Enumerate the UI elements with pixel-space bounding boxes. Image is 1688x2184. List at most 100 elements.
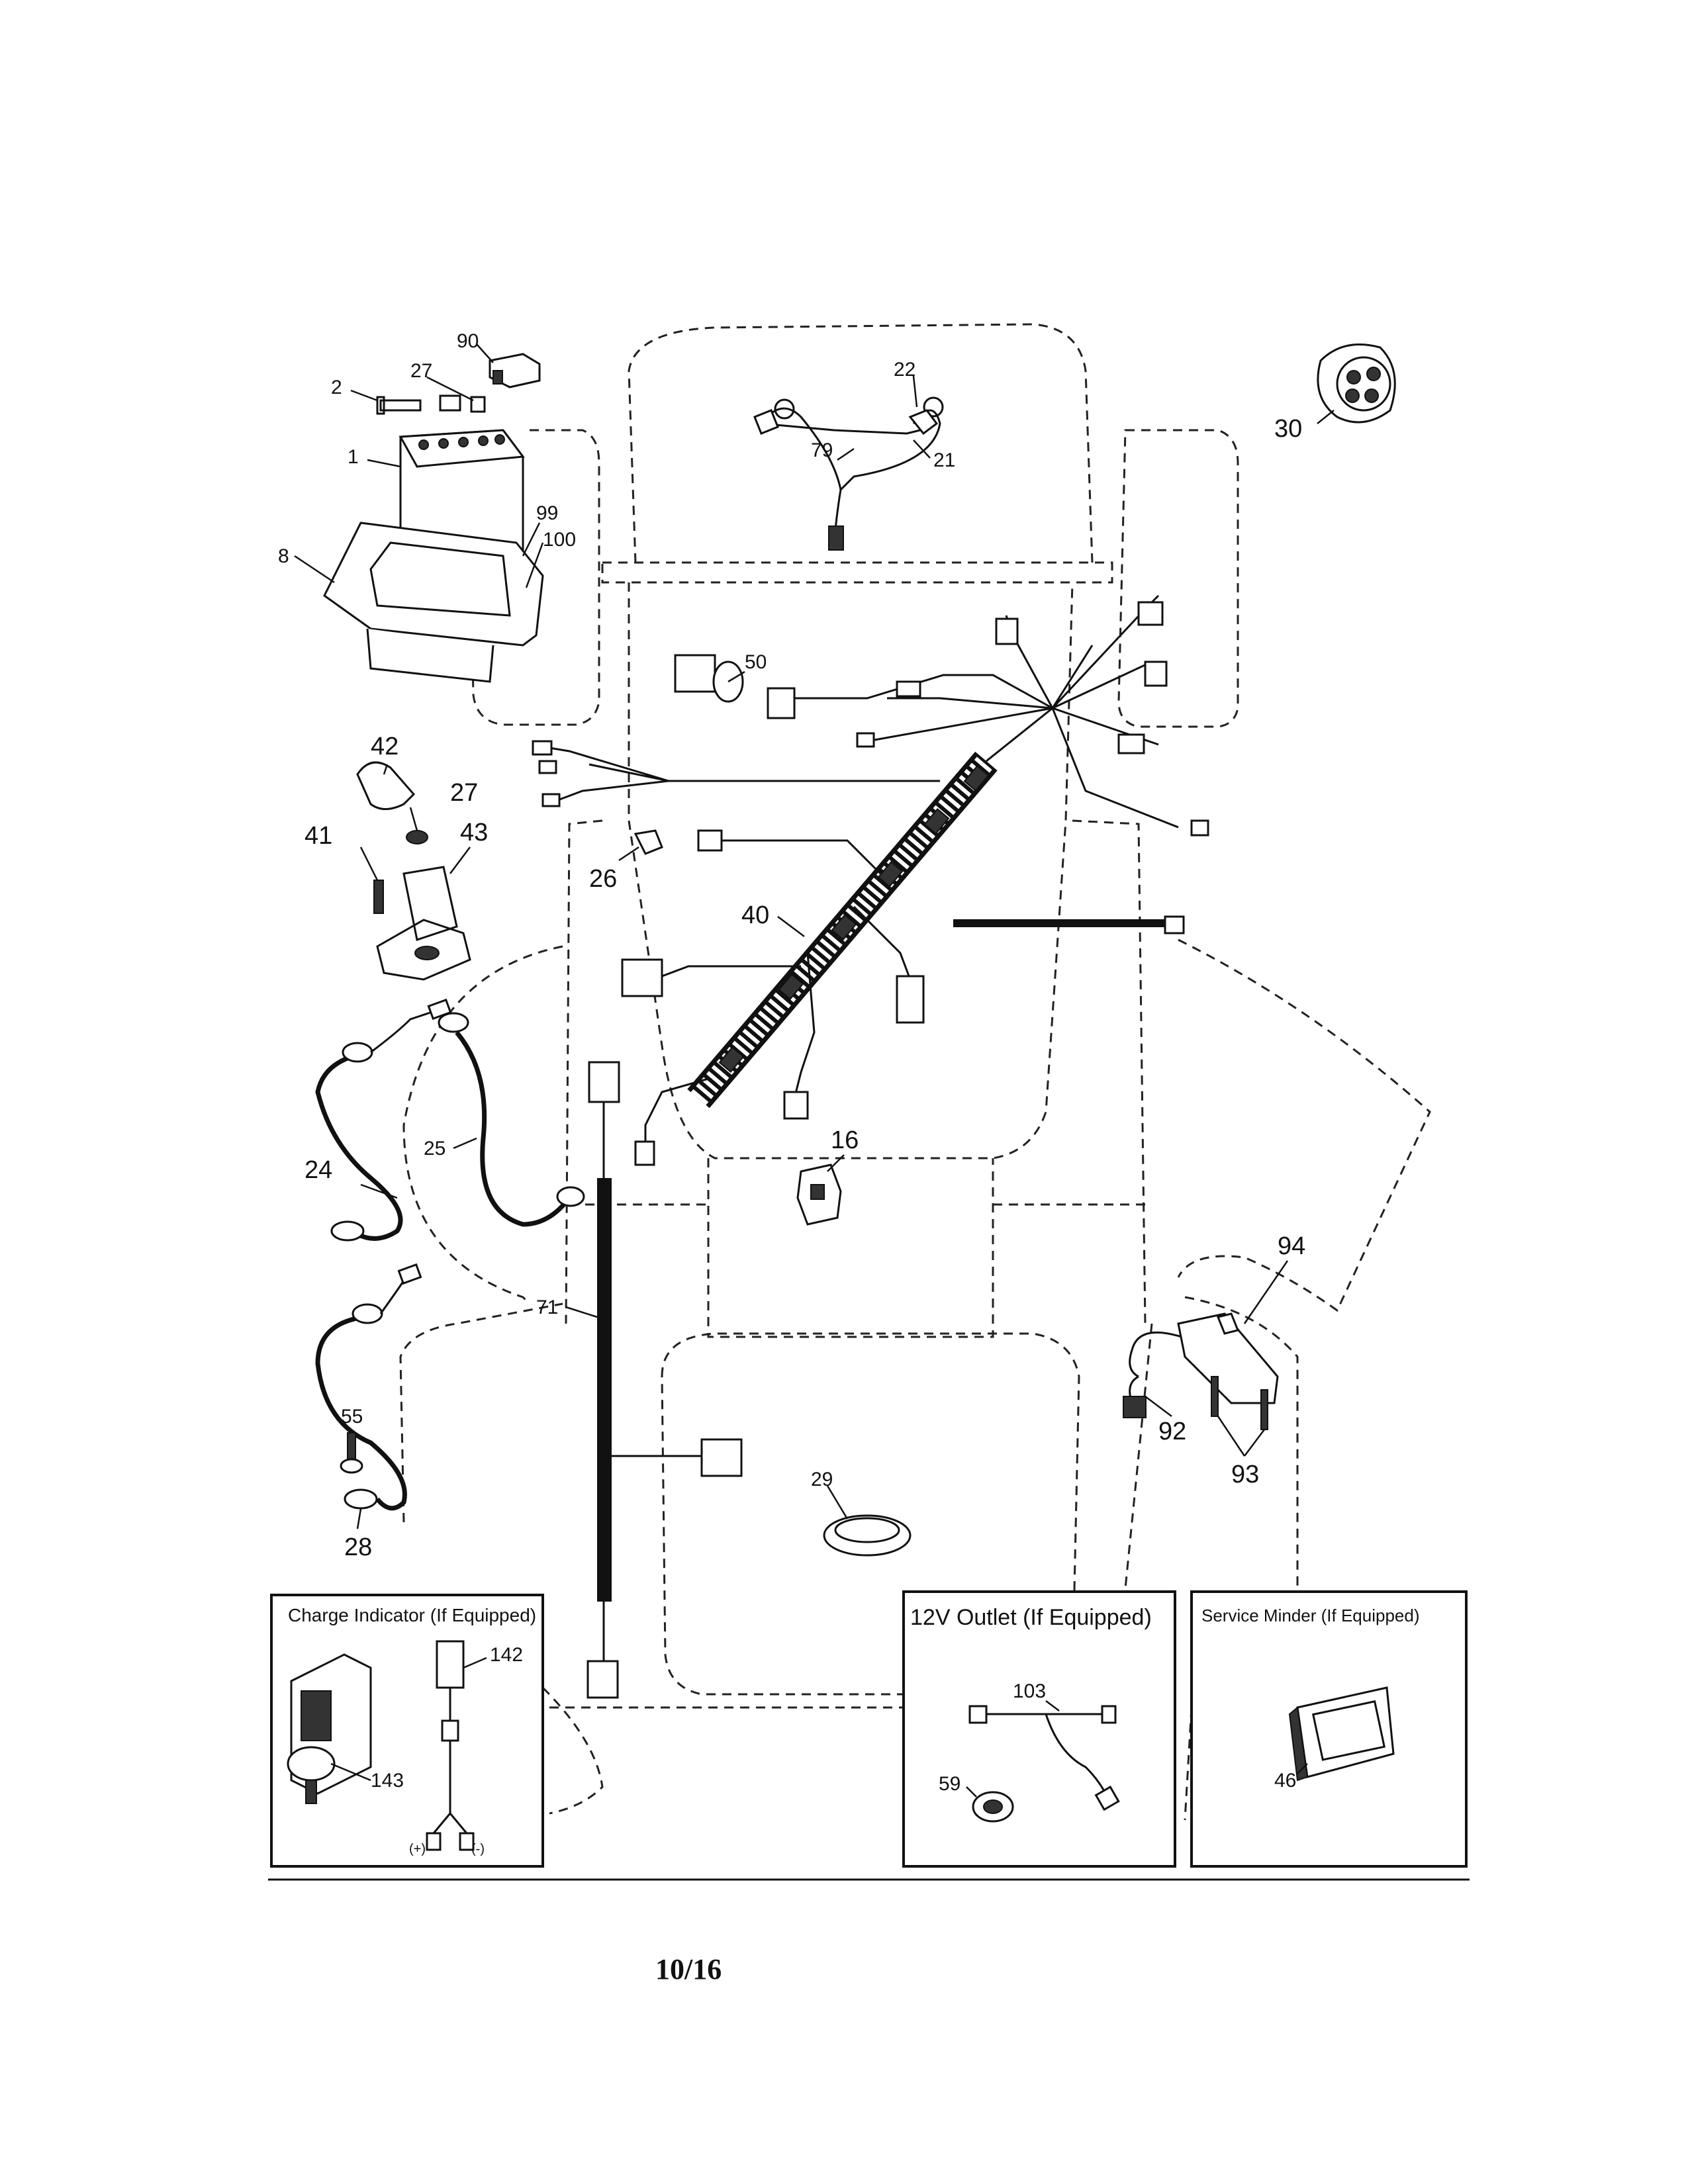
connector-a — [767, 687, 796, 719]
cable-25 — [455, 1030, 571, 1227]
harness-trunk-inner — [690, 754, 994, 1105]
connector-p — [896, 975, 925, 1024]
label-93: 93 — [1231, 1461, 1259, 1488]
page-number: 10/16 — [655, 1953, 722, 1985]
label-50: 50 — [745, 651, 767, 673]
cable-25-lug-a — [438, 1012, 469, 1033]
terminal-plus — [426, 1832, 442, 1851]
connector-92 — [1123, 1396, 1147, 1418]
main-harness-40 — [532, 594, 1209, 1166]
service-minder-title: Service Minder (If Equipped) — [1201, 1606, 1419, 1625]
cable-28-lug-a — [352, 1303, 383, 1324]
label-30: 30 — [1274, 415, 1302, 443]
label-1: 1 — [348, 446, 359, 468]
battery-group — [323, 353, 544, 683]
charge-harness-142 — [432, 1681, 468, 1834]
label-42: 42 — [371, 733, 399, 760]
connector-o — [783, 1091, 809, 1120]
label-100: 100 — [543, 529, 576, 551]
connector-c — [856, 732, 875, 748]
cable-24 — [315, 1050, 403, 1241]
cable-24-lug-a — [342, 1042, 373, 1063]
battery-top — [399, 429, 525, 468]
label-8: 8 — [278, 545, 289, 567]
bolt-55-head — [340, 1458, 363, 1474]
outlet-connector-left — [968, 1705, 988, 1724]
connector-k — [532, 740, 553, 756]
left-fender-outline — [402, 945, 563, 1305]
connector-n — [621, 958, 663, 997]
battery-tray-outline — [470, 429, 600, 726]
headlight-group — [753, 396, 944, 551]
cable-24-lug-b — [330, 1220, 365, 1242]
label-16: 16 — [831, 1126, 859, 1154]
bolt-41 — [373, 880, 384, 914]
screw-93-b — [1260, 1389, 1268, 1430]
headlight-socket-left — [753, 409, 779, 435]
harness-71-body — [597, 1178, 612, 1602]
cable-24-lead — [370, 1011, 431, 1054]
harness-92 — [1129, 1331, 1182, 1404]
label-79: 79 — [811, 439, 833, 461]
solenoid-43 — [376, 866, 471, 981]
service-minder-side — [1288, 1706, 1309, 1782]
seat-outline — [661, 1332, 1080, 1696]
right-fender-outline — [1177, 938, 1431, 1312]
bolt-2 — [376, 396, 422, 415]
screw-93-a — [1211, 1376, 1219, 1417]
headlight-socket-21 — [908, 409, 939, 435]
connector-g — [1117, 733, 1145, 754]
battery-tray-inner — [369, 541, 511, 617]
label-26: 26 — [589, 865, 617, 893]
charge-connector-142 — [436, 1640, 465, 1689]
headlight-lead — [834, 489, 842, 530]
label-plus: (+) — [409, 1842, 426, 1856]
label-21: 21 — [933, 449, 955, 471]
label-99: 99 — [536, 502, 558, 524]
dash-outline — [601, 561, 1113, 584]
right-body-outline — [1124, 1296, 1299, 1589]
outlet-connector-right — [1101, 1705, 1117, 1724]
connector-h — [1190, 819, 1209, 837]
label-142: 142 — [490, 1644, 523, 1666]
label-90: 90 — [457, 330, 479, 352]
outlet-harness-103 — [986, 1713, 1107, 1794]
cable-28-lug-b — [344, 1488, 378, 1510]
label-40: 40 — [741, 901, 769, 929]
module-94-group — [1123, 1312, 1279, 1430]
frame-left-rail — [565, 819, 603, 1324]
charge-mid-connector — [441, 1719, 459, 1742]
module-94 — [1177, 1312, 1279, 1404]
connector-d — [995, 617, 1019, 645]
connector-b — [896, 680, 921, 698]
outlet-12v-title: 12V Outlet (If Equipped) — [910, 1605, 1152, 1630]
part-labels: 90 2 27 1 99 100 8 22 79 21 30 50 42 27 … — [278, 330, 1305, 1561]
service-minder-screen — [1311, 1700, 1386, 1761]
harness-71-top-connector — [588, 1061, 620, 1103]
label-27b: 27 — [450, 779, 478, 807]
outlet-59-inner — [983, 1799, 1003, 1814]
label-24: 24 — [305, 1156, 332, 1184]
connector-q — [634, 1140, 655, 1166]
inset-service-minder: Service Minder (If Equipped) 46 — [1190, 1590, 1468, 1868]
left-body-outline — [399, 1302, 563, 1523]
label-28: 28 — [344, 1533, 372, 1561]
label-2: 2 — [331, 377, 342, 398]
label-22: 22 — [894, 359, 915, 381]
nut-27 — [470, 396, 486, 413]
harness-71-bottom-connector — [586, 1660, 619, 1699]
label-59: 59 — [939, 1773, 961, 1795]
right-panel-outline — [1117, 429, 1239, 728]
connector-i — [1164, 915, 1185, 934]
cable-28-terminal — [397, 1263, 422, 1285]
switch-50 — [674, 654, 744, 703]
connector-j — [697, 829, 723, 852]
connector-m — [541, 793, 561, 807]
leader-lines — [294, 343, 1335, 1529]
battery-cables — [315, 998, 585, 1511]
cable-25-lug-b — [556, 1186, 585, 1207]
connector-f — [1144, 660, 1168, 687]
module-94-clip — [1216, 1312, 1240, 1335]
label-92: 92 — [1158, 1418, 1186, 1445]
